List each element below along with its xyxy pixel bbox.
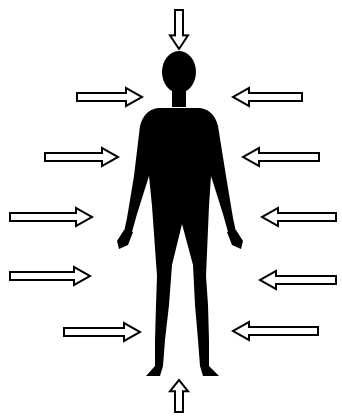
arrow-icon (260, 271, 336, 289)
arrow-icon (45, 148, 118, 166)
arrow-icon (10, 267, 90, 285)
arrow-icon (64, 323, 140, 341)
arrow-icon (10, 208, 92, 226)
arrow-icon (243, 148, 319, 166)
arrow-icon (233, 88, 302, 106)
arrow-icon (233, 322, 318, 340)
arrow-icon (262, 208, 336, 226)
arrow-icon (170, 10, 188, 49)
arrow-icon (77, 88, 142, 106)
arrow-icon (170, 380, 188, 412)
